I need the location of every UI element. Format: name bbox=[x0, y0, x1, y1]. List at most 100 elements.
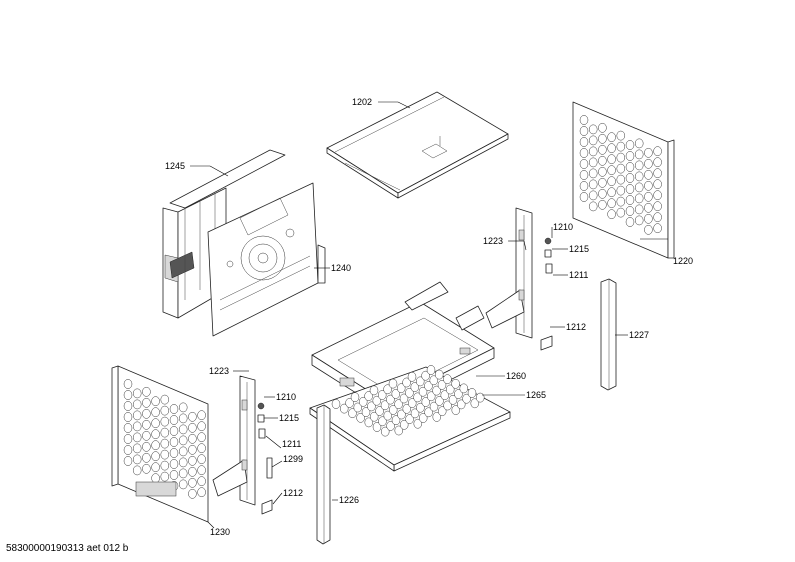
perforation-hole bbox=[132, 410, 142, 421]
perforation-hole bbox=[413, 392, 422, 403]
perforation-hole bbox=[607, 198, 616, 209]
perforation-hole bbox=[653, 223, 662, 234]
part-1215-clip-left bbox=[257, 414, 265, 423]
perforation-hole bbox=[579, 159, 589, 169]
perforation-hole bbox=[625, 173, 635, 183]
perforation-hole bbox=[579, 126, 589, 136]
perforation-hole bbox=[350, 392, 360, 403]
perforation-hole bbox=[364, 417, 374, 428]
perforation-hole bbox=[160, 394, 170, 405]
part-1299-part bbox=[266, 457, 273, 479]
perforation-hole bbox=[132, 465, 142, 476]
perforation-hole bbox=[396, 383, 406, 394]
perforation-hole bbox=[616, 174, 626, 185]
perforation-hole bbox=[625, 217, 635, 227]
perforation-hole bbox=[178, 446, 188, 457]
perforation-hole bbox=[348, 408, 357, 419]
perforation-hole bbox=[197, 410, 206, 421]
perforation-hole bbox=[625, 151, 635, 161]
perforation-hole bbox=[445, 384, 455, 395]
perforation-hole bbox=[607, 132, 616, 143]
perforation-hole bbox=[380, 426, 390, 437]
part-1223-shelf-rail-left bbox=[212, 375, 256, 506]
perforation-hole bbox=[437, 380, 447, 390]
label-1227: 1227 bbox=[629, 330, 649, 340]
perforation-hole bbox=[402, 403, 412, 414]
perforation-hole bbox=[383, 384, 392, 395]
perforation-hole bbox=[123, 379, 133, 389]
perforation-hole bbox=[142, 463, 151, 474]
label-1223-right: 1223 bbox=[483, 236, 503, 246]
perforation-hole bbox=[132, 443, 142, 454]
perforation-hole bbox=[188, 488, 197, 499]
perforation-hole bbox=[607, 154, 616, 165]
perforation-hole bbox=[151, 440, 160, 451]
perforation-hole bbox=[169, 404, 179, 414]
perforation-hole bbox=[616, 207, 626, 218]
perforation-hole bbox=[653, 201, 662, 212]
perforation-hole bbox=[169, 426, 179, 436]
perforation-hole bbox=[407, 398, 417, 408]
perforation-hole bbox=[142, 408, 151, 419]
perforation-hole bbox=[616, 185, 626, 196]
part-1215-clip-right bbox=[544, 249, 552, 258]
perforation-hole bbox=[377, 390, 387, 400]
label-1299: 1299 bbox=[283, 454, 303, 464]
perforation-hole bbox=[353, 402, 363, 413]
perforation-hole bbox=[451, 378, 460, 389]
perforation-hole bbox=[598, 133, 607, 144]
perforation-hole bbox=[644, 169, 653, 180]
perforation-hole bbox=[410, 408, 420, 419]
perforation-hole bbox=[188, 433, 197, 444]
perforation-hole bbox=[388, 378, 398, 389]
perforation-hole bbox=[160, 427, 170, 438]
perforation-hole bbox=[644, 147, 653, 158]
perforation-hole bbox=[418, 413, 428, 423]
perforation-hole bbox=[142, 441, 151, 452]
part-labels: 1202 1245 1240 1220 1210 1223 1215 1211 … bbox=[165, 97, 693, 537]
perforation-hole bbox=[378, 416, 387, 427]
perforation-hole bbox=[421, 397, 431, 407]
label-1212-right: 1212 bbox=[566, 322, 586, 332]
part-1212-bracket-left bbox=[261, 499, 273, 515]
perforation-hole bbox=[160, 460, 170, 471]
perforation-hole bbox=[607, 176, 616, 187]
label-1212-left: 1212 bbox=[283, 488, 303, 498]
label-1215-right: 1215 bbox=[569, 244, 589, 254]
label-1215-left: 1215 bbox=[279, 413, 299, 423]
perforation-hole bbox=[598, 122, 607, 133]
perforation-hole bbox=[607, 165, 616, 176]
perforation-hole bbox=[188, 422, 197, 433]
perforation-hole bbox=[397, 409, 406, 420]
perforation-hole bbox=[407, 371, 417, 382]
perforation-hole bbox=[644, 224, 653, 235]
perforation-hole bbox=[178, 468, 188, 479]
perforation-hole bbox=[132, 454, 142, 465]
part-1220-right-side-panel bbox=[572, 101, 675, 259]
perforation-hole bbox=[178, 424, 188, 435]
perforation-hole bbox=[588, 201, 598, 212]
perforation-hole bbox=[151, 462, 160, 473]
perforation-hole bbox=[437, 406, 447, 417]
perforation-hole bbox=[421, 370, 430, 381]
perforation-hole bbox=[456, 399, 466, 410]
perforation-hole bbox=[653, 190, 662, 201]
perforation-hole bbox=[178, 413, 188, 424]
perforation-hole bbox=[598, 199, 607, 210]
perforation-hole bbox=[160, 471, 170, 482]
perforation-hole bbox=[367, 401, 376, 412]
perforation-hole bbox=[160, 405, 170, 416]
perforation-hole bbox=[178, 479, 188, 490]
perforation-hole bbox=[402, 377, 411, 388]
perforation-hole bbox=[188, 466, 197, 477]
perforation-hole bbox=[151, 396, 160, 407]
perforation-hole bbox=[364, 391, 373, 401]
perforation-hole bbox=[188, 444, 197, 455]
perforation-hole bbox=[451, 405, 461, 415]
perforation-hole bbox=[653, 179, 662, 190]
part-1212-bracket-right bbox=[540, 335, 553, 351]
perforation-hole bbox=[331, 399, 341, 409]
perforation-hole bbox=[151, 418, 160, 429]
perforation-hole bbox=[625, 184, 635, 194]
